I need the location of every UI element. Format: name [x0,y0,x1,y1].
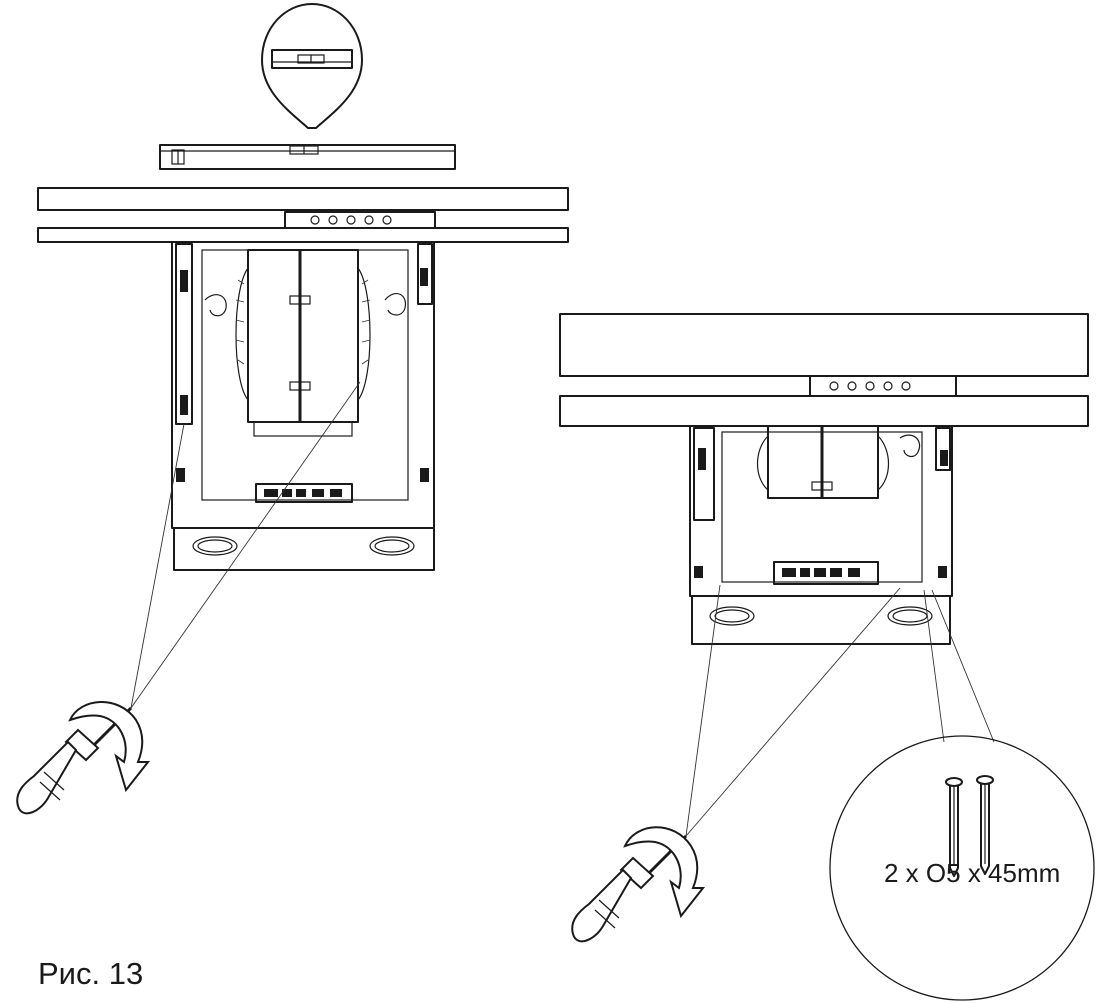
screw-spec-label: 2 x O5 x 45mm [884,858,1061,888]
spirit-level-icon [159,144,456,170]
guide-lines-right [685,584,995,837]
screw-magnifier [829,735,1095,1001]
screwdriver-icon [16,706,133,815]
figure-caption: Рис. 13 [38,956,144,991]
screw-icon [945,775,994,877]
rotation-arrow-icon [623,826,706,919]
hood-left [37,187,569,571]
hood-right [559,313,1089,645]
spirit-level-magnifier [261,3,363,129]
guide-lines-left [130,381,361,709]
screwdriver-icon [571,834,688,943]
rotation-arrow-icon [68,701,151,793]
